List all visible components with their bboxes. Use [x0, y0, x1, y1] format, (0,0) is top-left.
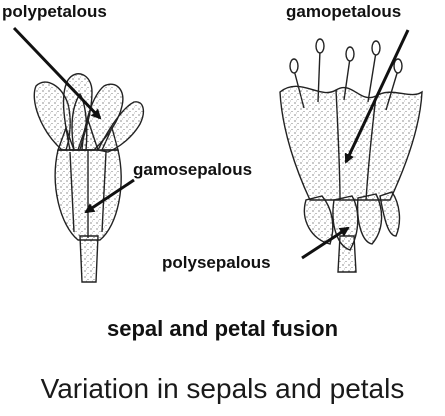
label-polypetalous: polypetalous — [2, 2, 107, 21]
arrow-polypetalous — [12, 26, 102, 120]
caption: Variation in sepals and petals — [40, 373, 405, 404]
figure-title: sepal and petal fusion — [106, 316, 339, 341]
left-flower — [33, 73, 145, 283]
label-polysepalous: polysepalous — [162, 253, 271, 272]
right-flower — [279, 38, 423, 273]
label-gamosepalous: gamosepalous — [133, 160, 253, 179]
arrow-gamosepalous — [84, 178, 135, 214]
pointer-arrows — [12, 26, 410, 260]
arrow-polysepalous — [301, 226, 350, 260]
arrow-gamopetalous — [344, 29, 410, 164]
label-gamopetalous: gamopetalous — [286, 2, 402, 21]
